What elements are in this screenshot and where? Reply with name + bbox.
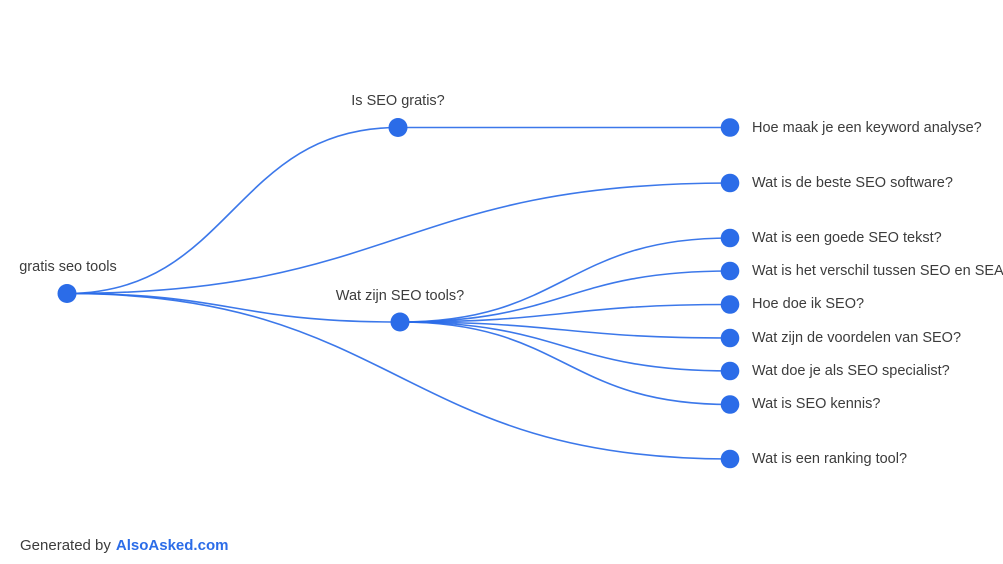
edge-root-to-beste-seo-software [66,182,731,295]
node-seo-kennis[interactable] [720,395,740,414]
label-keyword-analyse: Hoe maak je een keyword analyse? [752,120,982,136]
node-beste-seo-software[interactable] [720,173,740,193]
label-verschil-seo-sea: Wat is het verschil tussen SEO en SEA? [752,263,1003,279]
node-keyword-analyse[interactable] [720,118,740,137]
label-seo-specialist: Wat doe je als SEO specialist? [752,363,950,379]
node-goede-seo-tekst[interactable] [720,228,740,248]
edge-seo-tools-to-seo-specialist [399,321,731,372]
node-seo-specialist[interactable] [720,361,740,381]
label-wat-zijn-seo-tools: Wat zijn SEO tools? [335,288,465,304]
edge-root-to-is-seo-gratis [66,126,399,295]
edge-seo-tools-to-goede-seo-tekst [399,237,731,323]
generated-by-text: Generated by [20,537,111,554]
edge-root-to-ranking-tool [66,292,731,460]
node-root-gratis-seo-tools[interactable] [57,284,77,303]
node-wat-zijn-seo-tools[interactable] [390,312,410,332]
label-seo-kennis: Wat is SEO kennis? [752,396,881,412]
footer: Generated by AlsoAsked.com [20,537,228,554]
edge-seo-tools-to-verschil-seo-sea [399,270,731,323]
label-root-gratis-seo-tools: gratis seo tools [19,259,117,275]
node-voordelen-van-seo[interactable] [720,328,740,348]
node-ranking-tool[interactable] [720,449,740,469]
label-ranking-tool: Wat is een ranking tool? [752,451,908,467]
label-goede-seo-tekst: Wat is een goede SEO tekst? [752,230,942,246]
edge-seo-tools-to-seo-kennis [399,321,731,406]
label-is-seo-gratis: Is SEO gratis? [351,93,445,109]
label-beste-seo-software: Wat is de beste SEO software? [752,175,953,191]
node-is-seo-gratis[interactable] [388,118,408,137]
edge-seo-tools-to-hoe-doe-ik-seo [399,303,731,323]
node-verschil-seo-sea[interactable] [720,261,740,281]
label-hoe-doe-ik-seo: Hoe doe ik SEO? [752,296,865,312]
alsoasked-brand-link[interactable]: AlsoAsked.com [115,537,229,554]
edge-seo-tools-to-voordelen-van-seo [399,321,731,339]
label-voordelen-van-seo: Wat zijn de voordelen van SEO? [752,330,962,346]
node-hoe-doe-ik-seo[interactable] [720,295,740,314]
